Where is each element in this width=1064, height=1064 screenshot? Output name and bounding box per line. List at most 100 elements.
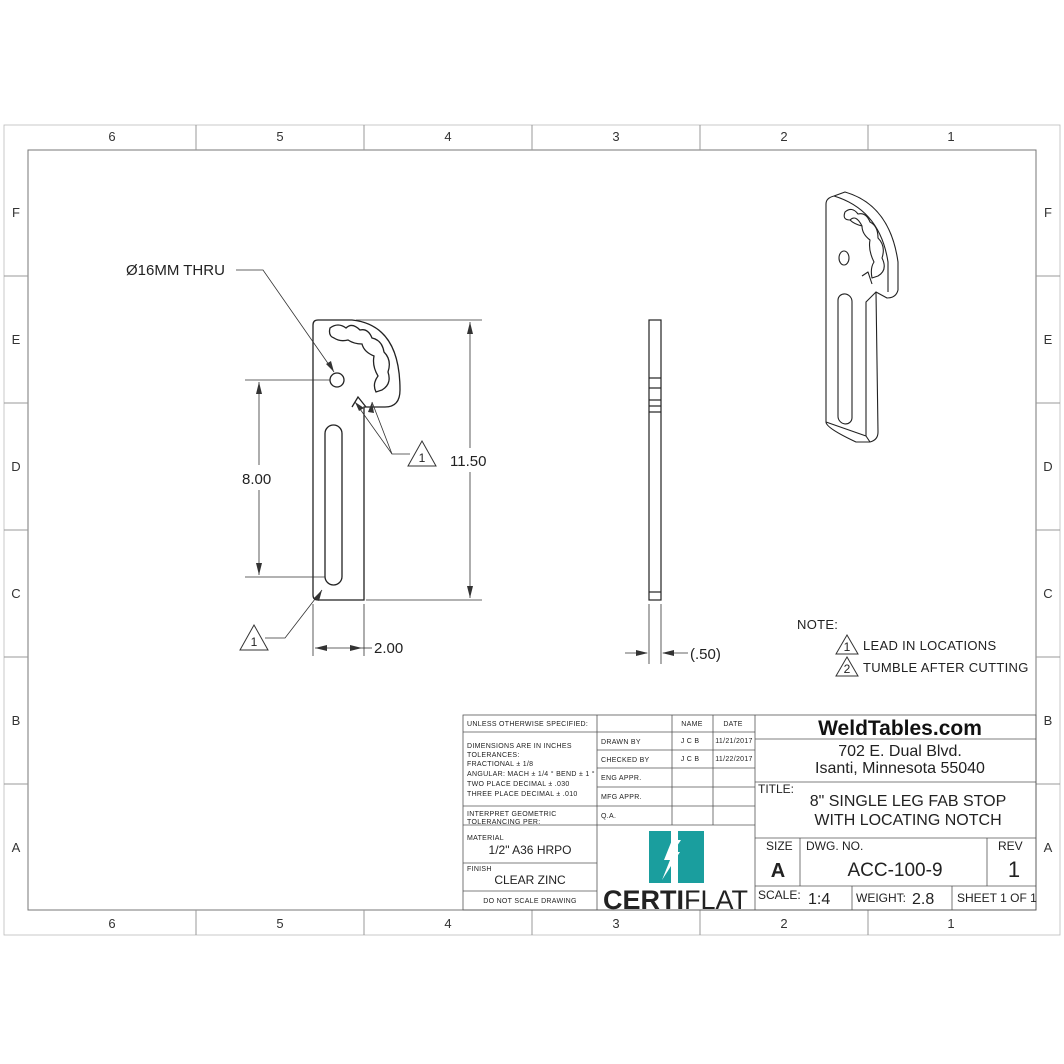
tb-interpret-2: TOLERANCING PER: bbox=[467, 819, 541, 826]
zone-col-label: 3 bbox=[612, 129, 619, 144]
zone-row-label: B bbox=[12, 713, 21, 728]
tb-mfg-appr: MFG APPR. bbox=[601, 794, 642, 801]
tb-date-header: DATE bbox=[723, 721, 742, 728]
logo-flat: FLAT bbox=[684, 885, 748, 915]
tb-interpret-1: INTERPRET GEOMETRIC bbox=[467, 811, 557, 818]
lead-in-symbol-number: 1 bbox=[419, 451, 426, 465]
tb-name-header: NAME bbox=[681, 721, 702, 728]
lead-in-symbol-number: 1 bbox=[251, 635, 258, 649]
tb-drawn-by: J C B bbox=[681, 738, 700, 745]
note-text: LEAD IN LOCATIONS bbox=[863, 638, 996, 653]
tb-dwg-no-label: DWG. NO. bbox=[806, 839, 863, 853]
lead-in-notch bbox=[351, 395, 367, 408]
front-view-dims bbox=[236, 269, 482, 656]
dim-width: 2.00 bbox=[374, 640, 403, 657]
dim-slot: 8.00 bbox=[242, 471, 271, 488]
certiflat-logo: CERTI FLAT bbox=[603, 831, 748, 915]
part-outline bbox=[312, 319, 401, 601]
tb-eng-appr: ENG APPR. bbox=[601, 775, 641, 782]
zone-col-label: 3 bbox=[612, 916, 619, 931]
zone-col-label: 2 bbox=[780, 129, 787, 144]
note-number: 1 bbox=[844, 640, 851, 654]
tb-size: A bbox=[771, 860, 785, 882]
zone-col-label: 5 bbox=[276, 916, 283, 931]
side-view bbox=[648, 319, 662, 601]
tb-sheet: SHEET 1 OF 1 bbox=[957, 891, 1037, 905]
tb-drawn-date: 11/21/2017 bbox=[715, 738, 753, 745]
arrowheads bbox=[256, 322, 473, 651]
tb-weight: 2.8 bbox=[912, 891, 934, 908]
zone-row-label: F bbox=[1044, 205, 1052, 220]
tb-scale-label: SCALE: bbox=[758, 888, 801, 902]
isometric-view bbox=[825, 191, 899, 443]
tb-rev-label: REV bbox=[998, 839, 1023, 853]
hole-callout: Ø16MM THRU bbox=[126, 262, 225, 279]
zone-col-label: 1 bbox=[947, 129, 954, 144]
zone-col-label: 1 bbox=[947, 916, 954, 931]
dim-thickness: (.50) bbox=[690, 646, 721, 663]
zone-col-label: 4 bbox=[444, 129, 451, 144]
notch-slot bbox=[328, 324, 390, 393]
tb-material: 1/2" A36 HRPO bbox=[489, 843, 572, 857]
zone-row-label: A bbox=[12, 840, 21, 855]
tb-unless-specified: UNLESS OTHERWISE SPECIFIED: bbox=[467, 721, 588, 728]
thru-hole bbox=[329, 372, 345, 388]
lead-in-symbol bbox=[407, 439, 437, 467]
tb-address-2: Isanti, Minnesota 55040 bbox=[815, 760, 985, 777]
zone-row-label: F bbox=[12, 205, 20, 220]
zone-ticks bbox=[4, 125, 1060, 935]
front-view bbox=[312, 319, 401, 601]
tb-finish: CLEAR ZINC bbox=[494, 873, 566, 887]
tb-material-label: MATERIAL bbox=[467, 835, 504, 842]
tb-scale: 1:4 bbox=[808, 891, 830, 908]
tb-fractional: FRACTIONAL ± 1/8 bbox=[467, 761, 533, 768]
long-slot bbox=[324, 424, 343, 586]
note-symbol bbox=[835, 634, 859, 655]
zone-col-label: 6 bbox=[108, 916, 115, 931]
zone-col-label: 4 bbox=[444, 916, 451, 931]
zone-row-label: E bbox=[1044, 332, 1053, 347]
tb-qa: Q.A. bbox=[601, 813, 616, 820]
tb-do-not-scale: DO NOT SCALE DRAWING bbox=[483, 898, 577, 905]
tb-checked-by-label: CHECKED BY bbox=[601, 757, 650, 764]
tb-company: WeldTables.com bbox=[818, 717, 982, 740]
zone-col-label: 6 bbox=[108, 129, 115, 144]
tb-angular: ANGULAR: MACH ± 1/4 ° BEND ± 1 ° bbox=[467, 770, 595, 778]
tb-three-place: THREE PLACE DECIMAL ± .010 bbox=[467, 791, 578, 798]
tb-finish-label: FINISH bbox=[467, 866, 492, 873]
tb-address-1: 702 E. Dual Blvd. bbox=[838, 743, 962, 760]
side-arrowheads bbox=[636, 650, 674, 656]
title-block-grid bbox=[462, 714, 1037, 911]
zone-row-label: A bbox=[1044, 840, 1053, 855]
zone-row-label: C bbox=[11, 586, 20, 601]
logo-certi: CERTI bbox=[603, 885, 684, 915]
tb-tolerances: TOLERANCES: bbox=[467, 752, 520, 759]
tb-title-label: TITLE: bbox=[758, 782, 794, 796]
note-symbol bbox=[835, 656, 859, 677]
notes-heading: NOTE: bbox=[797, 617, 838, 632]
zone-col-label: 2 bbox=[780, 916, 787, 931]
zone-row-label: C bbox=[1043, 586, 1052, 601]
zone-col-label: 5 bbox=[276, 129, 283, 144]
tb-title-1: 8" SINGLE LEG FAB STOP bbox=[810, 793, 1007, 810]
lead-in-symbol bbox=[239, 623, 269, 651]
side-view-dims bbox=[625, 604, 688, 664]
zone-row-label: D bbox=[11, 459, 20, 474]
note-text: TUMBLE AFTER CUTTING bbox=[863, 660, 1029, 675]
dim-height: 11.50 bbox=[450, 453, 486, 470]
tb-dwg-no: ACC-100-9 bbox=[847, 860, 942, 881]
zone-row-label: D bbox=[1043, 459, 1052, 474]
tb-checked-date: 11/22/2017 bbox=[715, 756, 753, 763]
tb-weight-label: WEIGHT: bbox=[856, 891, 906, 905]
tb-size-label: SIZE bbox=[766, 839, 793, 853]
tb-rev: 1 bbox=[1008, 857, 1020, 882]
note-number: 2 bbox=[844, 662, 851, 676]
tb-dimensions: DIMENSIONS ARE IN INCHES bbox=[467, 743, 572, 750]
zone-row-label: E bbox=[12, 332, 21, 347]
tb-title-2: WITH LOCATING NOTCH bbox=[814, 812, 1001, 829]
tb-checked-by: J C B bbox=[681, 756, 700, 763]
zone-row-label: B bbox=[1044, 713, 1053, 728]
tb-two-place: TWO PLACE DECIMAL ± .030 bbox=[467, 781, 570, 788]
tb-drawn-by-label: DRAWN BY bbox=[601, 739, 641, 746]
